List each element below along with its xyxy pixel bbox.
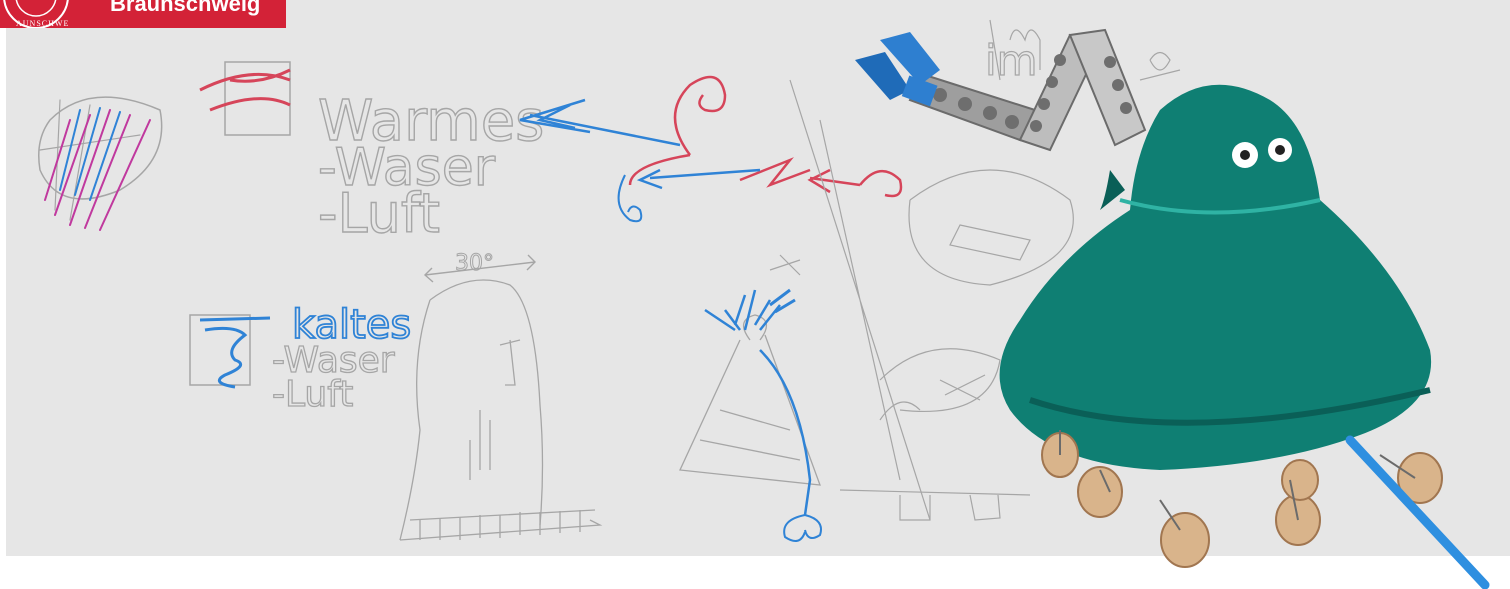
label-cold-air: -Luft	[272, 374, 353, 415]
label-top: im	[985, 36, 1038, 85]
university-seal-icon: AUNSCHWE	[0, 0, 72, 28]
brand-header-bar[interactable]: AUNSCHWE Braunschweig	[0, 0, 286, 28]
cold-box-sketch	[190, 315, 270, 387]
scribbled-circle-sketch	[39, 97, 162, 230]
tent-figure-sketch	[680, 290, 821, 541]
warm-box-sketch	[200, 62, 290, 135]
robot-claw	[855, 32, 940, 106]
brand-name: Braunschweig	[110, 0, 260, 18]
red-swirl-sketch	[619, 77, 901, 221]
label-warm-air: -Luft	[318, 182, 440, 245]
robot-body	[1000, 85, 1432, 470]
label-temp: 30°	[455, 251, 494, 276]
tower-sketch	[400, 280, 600, 540]
seal-text: AUNSCHWE	[16, 19, 69, 28]
